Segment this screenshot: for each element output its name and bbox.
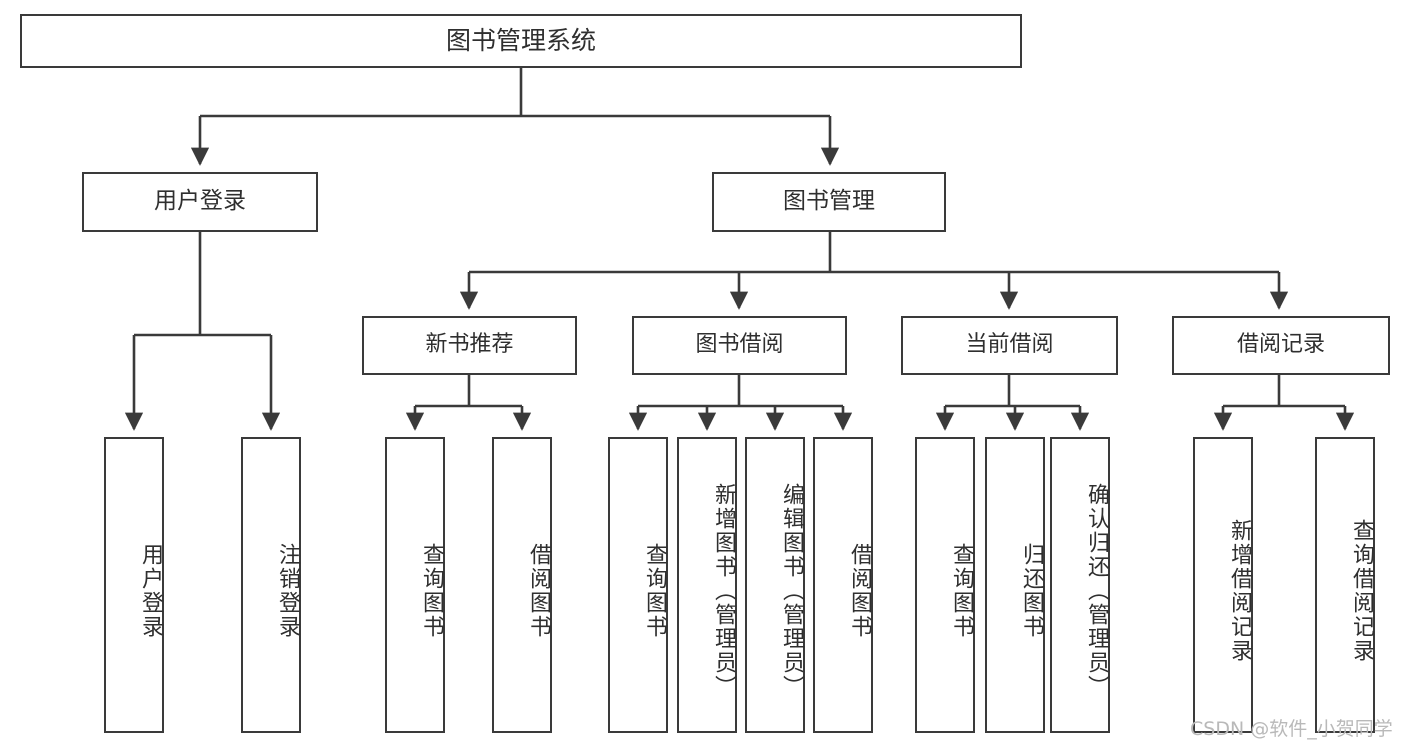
watermark: CSDN @软件_小贺同学 bbox=[1190, 718, 1393, 740]
node-borrow-record-label: 借阅记录 bbox=[1236, 332, 1325, 358]
node-leaf-edit-book-label: 编辑图书（管理员） bbox=[779, 483, 804, 699]
node-leaf-add-book[interactable]: 新增图书（管理员） bbox=[677, 437, 737, 733]
node-leaf-add-record-label: 新增借阅记录 bbox=[1227, 519, 1252, 663]
node-leaf-borrow-book-2[interactable]: 借阅图书 bbox=[813, 437, 873, 733]
node-leaf-edit-book[interactable]: 编辑图书（管理员） bbox=[745, 437, 805, 733]
node-leaf-logout-login[interactable]: 注销登录 bbox=[241, 437, 301, 733]
node-root-label: 图书管理系统 bbox=[445, 26, 596, 55]
node-leaf-add-book-label: 新增图书（管理员） bbox=[711, 483, 736, 699]
node-leaf-query-book-3[interactable]: 查询图书 bbox=[915, 437, 975, 733]
node-leaf-confirm-return-label: 确认归还（管理员） bbox=[1084, 483, 1109, 699]
node-root[interactable]: 图书管理系统 bbox=[20, 14, 1022, 68]
node-current-borrow[interactable]: 当前借阅 bbox=[901, 316, 1118, 375]
node-leaf-add-record[interactable]: 新增借阅记录 bbox=[1193, 437, 1253, 733]
node-leaf-borrow-book-2-label: 借阅图书 bbox=[847, 543, 872, 639]
node-leaf-query-book-1[interactable]: 查询图书 bbox=[385, 437, 445, 733]
node-book-management[interactable]: 图书管理 bbox=[712, 172, 946, 232]
node-user-login[interactable]: 用户登录 bbox=[82, 172, 318, 232]
node-leaf-user-login-label: 用户登录 bbox=[138, 543, 163, 639]
node-current-borrow-label: 当前借阅 bbox=[965, 332, 1054, 358]
node-book-borrow-label: 图书借阅 bbox=[695, 332, 784, 358]
node-leaf-return-book[interactable]: 归还图书 bbox=[985, 437, 1045, 733]
node-leaf-borrow-book-1-label: 借阅图书 bbox=[526, 543, 551, 639]
node-user-login-label: 用户登录 bbox=[154, 188, 246, 215]
node-leaf-confirm-return[interactable]: 确认归还（管理员） bbox=[1050, 437, 1110, 733]
node-new-book-recommend-label: 新书推荐 bbox=[425, 332, 514, 358]
node-leaf-query-book-1-label: 查询图书 bbox=[419, 543, 444, 639]
node-borrow-record[interactable]: 借阅记录 bbox=[1172, 316, 1390, 375]
node-new-book-recommend[interactable]: 新书推荐 bbox=[362, 316, 577, 375]
node-leaf-query-book-2-label: 查询图书 bbox=[642, 543, 667, 639]
node-book-management-label: 图书管理 bbox=[783, 188, 875, 215]
node-leaf-query-book-2[interactable]: 查询图书 bbox=[608, 437, 668, 733]
node-leaf-return-book-label: 归还图书 bbox=[1019, 543, 1044, 639]
node-leaf-logout-login-label: 注销登录 bbox=[275, 543, 300, 639]
node-leaf-borrow-book-1[interactable]: 借阅图书 bbox=[492, 437, 552, 733]
node-leaf-query-book-3-label: 查询图书 bbox=[949, 543, 974, 639]
node-leaf-query-record[interactable]: 查询借阅记录 bbox=[1315, 437, 1375, 733]
node-leaf-query-record-label: 查询借阅记录 bbox=[1349, 519, 1374, 663]
node-book-borrow[interactable]: 图书借阅 bbox=[632, 316, 847, 375]
node-leaf-user-login[interactable]: 用户登录 bbox=[104, 437, 164, 733]
